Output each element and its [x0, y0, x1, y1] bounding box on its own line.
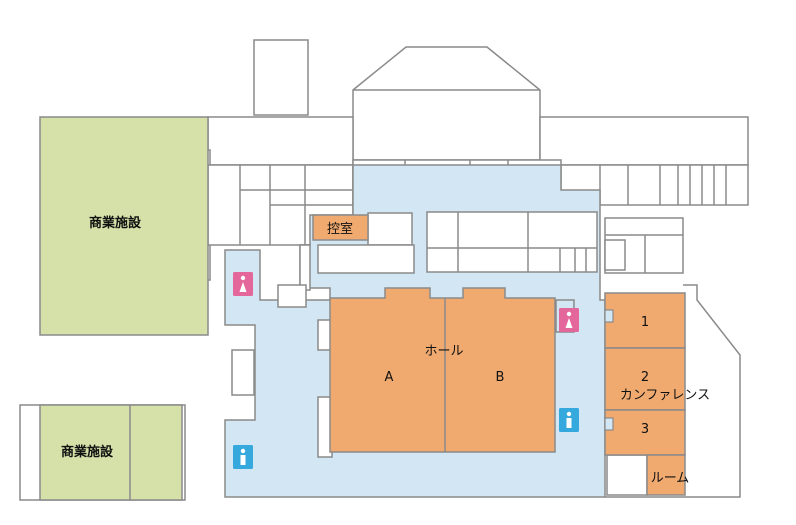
conference-label[interactable]: カンファレンス	[620, 388, 710, 403]
conference-room-annex	[646, 454, 686, 496]
commercial-label-bottom[interactable]: 商業施設	[61, 444, 114, 460]
conference-2-label[interactable]: 2	[641, 370, 649, 385]
annex-block	[253, 39, 309, 116]
pillar	[299, 244, 311, 291]
upper-wing-left	[207, 116, 354, 166]
female-restroom-icon[interactable]	[233, 272, 253, 296]
pillar	[277, 284, 307, 308]
commercial-area-bottom	[39, 404, 183, 501]
conference-1-label[interactable]: 1	[641, 315, 649, 330]
commercial-area-top	[39, 116, 209, 336]
male-restroom-icon[interactable]	[233, 445, 253, 469]
door-notch	[604, 309, 614, 323]
storage-room	[367, 212, 413, 246]
hall-room	[329, 287, 556, 453]
conference-room-1	[604, 292, 686, 349]
outer-wall-right	[605, 284, 741, 498]
atrium-block	[352, 46, 541, 161]
commercial-label-top[interactable]: 商業施設	[89, 215, 142, 231]
hall-label[interactable]: ホール	[424, 344, 463, 359]
hall-b-label[interactable]: B	[496, 370, 505, 385]
door-notch	[604, 417, 614, 431]
pillar	[231, 349, 255, 396]
hall-a-label[interactable]: A	[385, 370, 394, 385]
conference-3-label[interactable]: 3	[641, 422, 649, 437]
waiting-room-label[interactable]: 控室	[327, 221, 353, 237]
conference-room-3	[604, 409, 686, 456]
upper-wing-right	[539, 116, 749, 166]
waiting-room	[312, 214, 369, 241]
pillar	[604, 239, 626, 271]
female-restroom-icon[interactable]	[559, 308, 579, 332]
center-service-rooms	[426, 211, 598, 273]
room-annex	[606, 454, 648, 496]
corridor-island	[317, 244, 415, 274]
room-label[interactable]: ルーム	[651, 471, 690, 486]
male-restroom-icon[interactable]	[559, 408, 579, 432]
